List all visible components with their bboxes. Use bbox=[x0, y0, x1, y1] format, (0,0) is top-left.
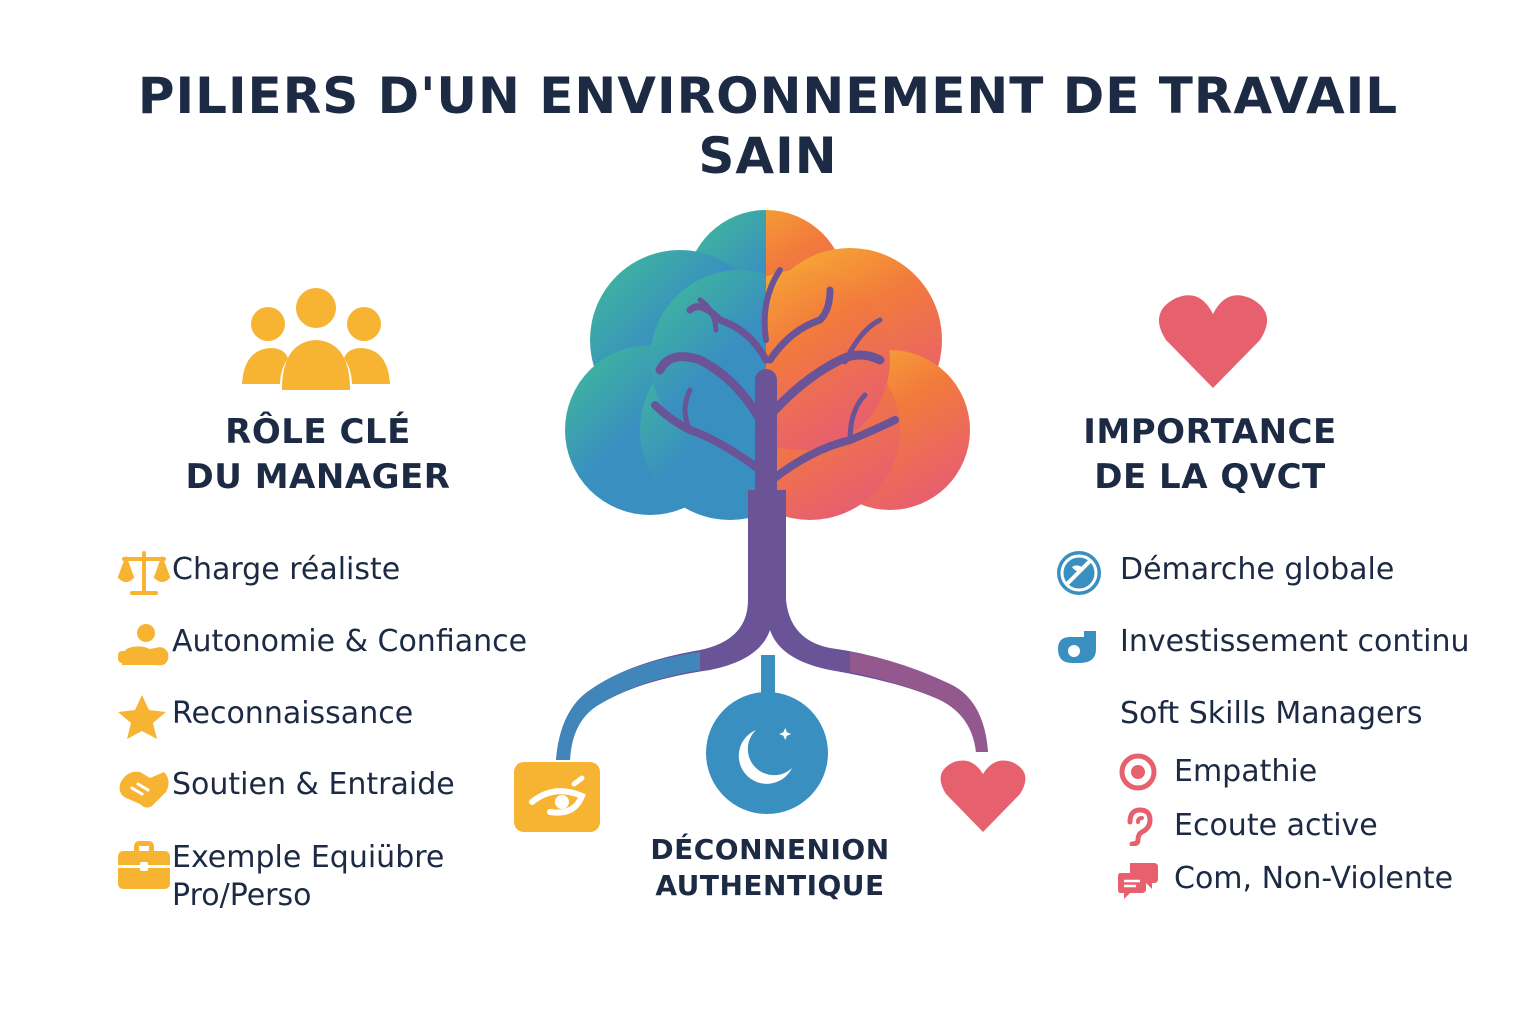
moon-icon bbox=[706, 692, 828, 814]
right-heading-line-1: IMPORTANCE bbox=[1083, 412, 1337, 452]
left-heading-line-1: RÔLE CLÉ bbox=[225, 412, 411, 452]
left-heading-line-2: DU MANAGER bbox=[185, 457, 451, 497]
list-item-exemple: Exemple Equiübre Pro/Perso bbox=[116, 839, 444, 915]
soft-skill-label: Com, Non-Violente bbox=[1174, 861, 1454, 896]
globe-icon bbox=[1054, 551, 1120, 595]
list-item-label-line-2: Pro/Perso bbox=[172, 878, 312, 913]
root-right bbox=[850, 652, 988, 752]
center-label: DÉCONNENION AUTHENTIQUE bbox=[620, 832, 920, 904]
list-item-label: Soutien & Entraide bbox=[172, 767, 455, 802]
right-heading-line-2: DE LA QVCT bbox=[1094, 457, 1326, 497]
right-heading: IMPORTANCE DE LA QVCT bbox=[1060, 410, 1360, 500]
list-item-investissement: Investissement continu bbox=[1054, 623, 1470, 667]
left-heading: RÔLE CLÉ DU MANAGER bbox=[160, 410, 476, 500]
root-left bbox=[556, 652, 700, 760]
list-item-soutien: Soutien & Entraide bbox=[116, 766, 455, 810]
group-icon bbox=[242, 288, 390, 390]
heart-icon bbox=[940, 760, 1026, 832]
page-title: PILIERS D'UN ENVIRONNEMENT DE TRAVAIL SA… bbox=[0, 66, 1536, 186]
list-item-label-line-1: Exemple Equiübre bbox=[172, 840, 445, 875]
briefcase-icon bbox=[116, 839, 172, 899]
speech-bubbles-icon bbox=[1118, 859, 1174, 899]
tree-trunk bbox=[556, 490, 988, 760]
star-icon bbox=[116, 695, 172, 739]
list-item-label: Autonomie & Confiance bbox=[172, 624, 528, 659]
list-item-label: Reconnaissance bbox=[172, 696, 414, 731]
ear-icon bbox=[1118, 806, 1174, 846]
title-line-1: PILIERS D'UN ENVIRONNEMENT DE TRAVAIL bbox=[137, 67, 1399, 125]
soft-skills-title: Soft Skills Managers bbox=[1120, 696, 1423, 731]
title-line-2: SAIN bbox=[698, 127, 838, 185]
soft-skill-label: Ecoute active bbox=[1174, 808, 1378, 843]
chart-icon bbox=[1054, 623, 1120, 667]
list-item-label: Charge réaliste bbox=[172, 552, 401, 587]
eye-icon bbox=[514, 762, 600, 832]
soft-skill-label: Empathie bbox=[1174, 754, 1318, 789]
heart-icon bbox=[1158, 295, 1268, 388]
empathy-icon bbox=[1118, 752, 1174, 792]
person-hands-icon bbox=[116, 623, 172, 667]
soft-skill-empathie: Empathie bbox=[1118, 752, 1317, 792]
handshake-icon bbox=[116, 766, 172, 810]
center-label-line-1: DÉCONNENION bbox=[650, 833, 890, 866]
list-item-label: Investissement continu bbox=[1120, 624, 1470, 659]
list-item-charge: Charge réaliste bbox=[116, 551, 400, 595]
list-item-reconnaissance: Reconnaissance bbox=[116, 695, 413, 739]
list-item-label-multiline: Exemple Equiübre Pro/Perso bbox=[172, 839, 444, 915]
soft-skill-ecoute: Ecoute active bbox=[1118, 806, 1378, 846]
list-item-demarche: Démarche globale bbox=[1054, 551, 1394, 595]
tree-crown-right bbox=[766, 210, 970, 520]
center-label-line-2: AUTHENTIQUE bbox=[655, 869, 885, 902]
scale-icon bbox=[116, 551, 172, 595]
list-item-label: Démarche globale bbox=[1120, 552, 1395, 587]
root-center bbox=[761, 655, 775, 695]
list-item-autonomie: Autonomie & Confiance bbox=[116, 623, 527, 667]
soft-skill-com: Com, Non-Violente bbox=[1118, 859, 1453, 899]
